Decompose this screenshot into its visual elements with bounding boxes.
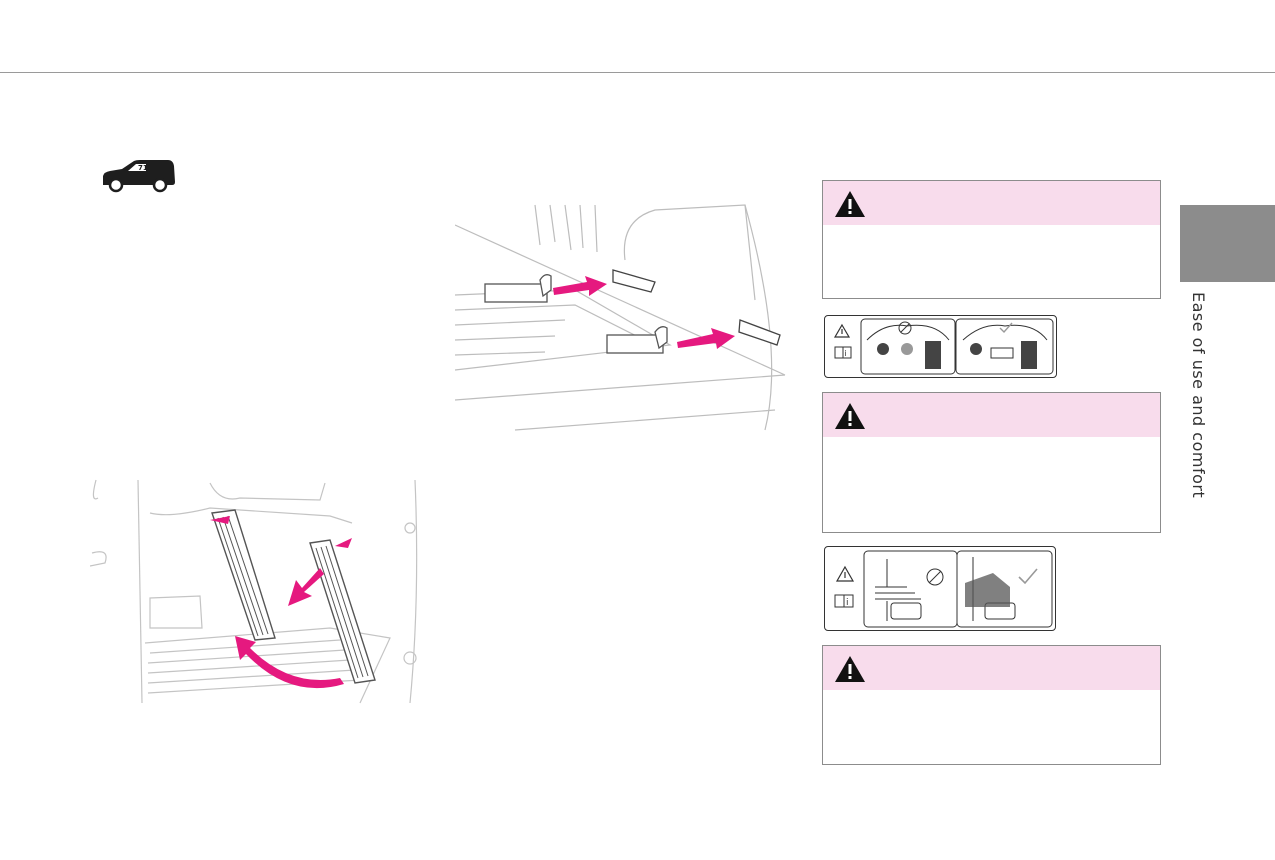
warning-header	[823, 393, 1160, 437]
van-icon: 71	[100, 158, 176, 194]
warning-triangle-icon	[833, 323, 851, 338]
partition-bracket-illustration	[455, 200, 800, 435]
chapter-title-vertical: Ease of use and comfort	[1187, 292, 1211, 532]
warning-triangle-icon	[835, 656, 865, 682]
header-rule	[0, 72, 1275, 73]
warning-header	[823, 646, 1160, 690]
warning-box-2	[822, 392, 1161, 533]
seat-label-card-2: i	[824, 546, 1056, 631]
svg-text:i: i	[845, 349, 847, 358]
cargo-partition-illustration	[90, 478, 425, 706]
svg-text:71: 71	[138, 164, 148, 172]
warning-triangle-icon	[835, 403, 865, 429]
warning-header	[823, 181, 1160, 225]
warning-box-3	[822, 645, 1161, 765]
warning-box-1	[822, 180, 1161, 299]
manual-info-icon: i	[834, 594, 854, 608]
warning-triangle-icon	[835, 191, 865, 217]
manual-info-icon: i	[834, 346, 852, 359]
warning-triangle-icon	[835, 565, 855, 582]
chapter-tab[interactable]	[1180, 205, 1275, 282]
chapter-title: Ease of use and comfort	[1189, 292, 1208, 499]
svg-text:i: i	[846, 598, 849, 608]
seat-label-card-1: i	[824, 315, 1057, 378]
